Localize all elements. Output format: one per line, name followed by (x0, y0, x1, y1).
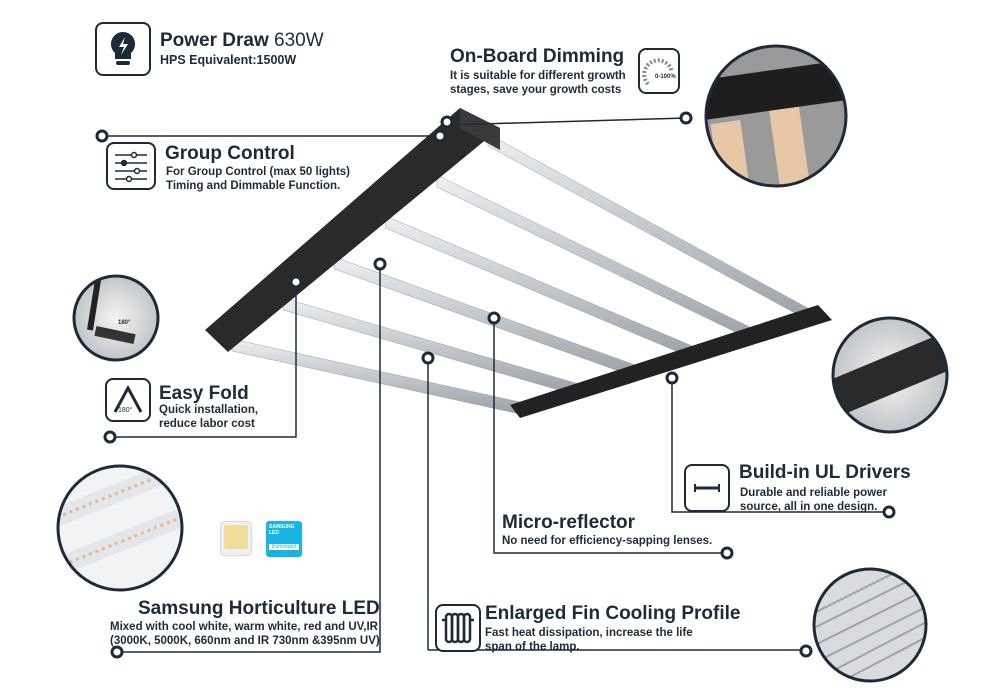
power-subtitle: HPS Equivalent:1500W (160, 53, 297, 67)
reflector-desc: No need for efficiency-sapping lenses. (502, 535, 713, 547)
led-title: Samsung Horticulture LED (138, 598, 380, 619)
dimming-desc-1: It is suitable for different growth (450, 70, 626, 82)
dimmer-label: 0-100% (655, 74, 676, 80)
dimming-desc-2: stages, save your growth costs (450, 84, 622, 96)
dimming-detail-photo (704, 44, 848, 188)
badge-sub: Illuminated (269, 544, 299, 550)
badge-type: LED (269, 530, 279, 536)
easy-fold-desc-1: Quick installation, (159, 404, 259, 416)
cooling-desc-1: Fast heat dissipation, increase the life (485, 627, 693, 639)
cooling-title: Enlarged Fin Cooling Profile (485, 603, 741, 624)
badge-brand: SAMSUNG (269, 524, 295, 530)
right-rail (510, 305, 832, 418)
group-control-desc-2: Timing and Dimmable Function. (166, 180, 341, 192)
fold-detail-photo (72, 274, 160, 362)
bulb-icon (95, 22, 151, 76)
led-detail-photo (56, 464, 184, 592)
drivers-title: Build-in UL Drivers (739, 462, 911, 483)
reflector-title: Micro-reflector (502, 512, 636, 533)
fin-detail-photo (812, 567, 928, 683)
light-bar (231, 338, 521, 415)
left-rail (205, 108, 500, 352)
group-control-title: Group Control (165, 143, 295, 164)
led-chip-image (221, 522, 251, 555)
power-title: Power Draw 630W (160, 30, 324, 51)
light-bars (231, 133, 816, 415)
samsung-led-badge: SAMSUNG LED Illuminated (266, 521, 302, 557)
sliders-icon (106, 142, 156, 190)
group-control-desc-1: For Group Control (max 50 lights) (166, 166, 351, 178)
easy-fold-title: Easy Fold (159, 383, 249, 404)
led-desc-2: (3000K, 5000K, 660nm and IR 730nm &395nm… (110, 635, 380, 647)
light-bar (282, 297, 580, 397)
led-desc-1: Mixed with cool white, warm white, red a… (110, 621, 378, 633)
fold-detail-label: 180° (118, 320, 131, 326)
dimming-title: On-Board Dimming (450, 46, 625, 67)
driver-icon (684, 464, 730, 512)
drivers-desc-1: Durable and reliable power (740, 487, 887, 499)
drivers-desc-2: source, all in one design. (740, 501, 878, 513)
fold-angle-icon: 180° (105, 378, 151, 422)
driver-detail-photo (831, 316, 949, 434)
easy-fold-desc-2: reduce labor cost (159, 418, 255, 430)
cooling-desc-2: span of the lamp. (485, 641, 580, 653)
radiator-icon (435, 604, 481, 652)
fold-angle-label: 180° (118, 407, 133, 414)
dimmer-dial-icon: 0-100% (638, 48, 680, 94)
